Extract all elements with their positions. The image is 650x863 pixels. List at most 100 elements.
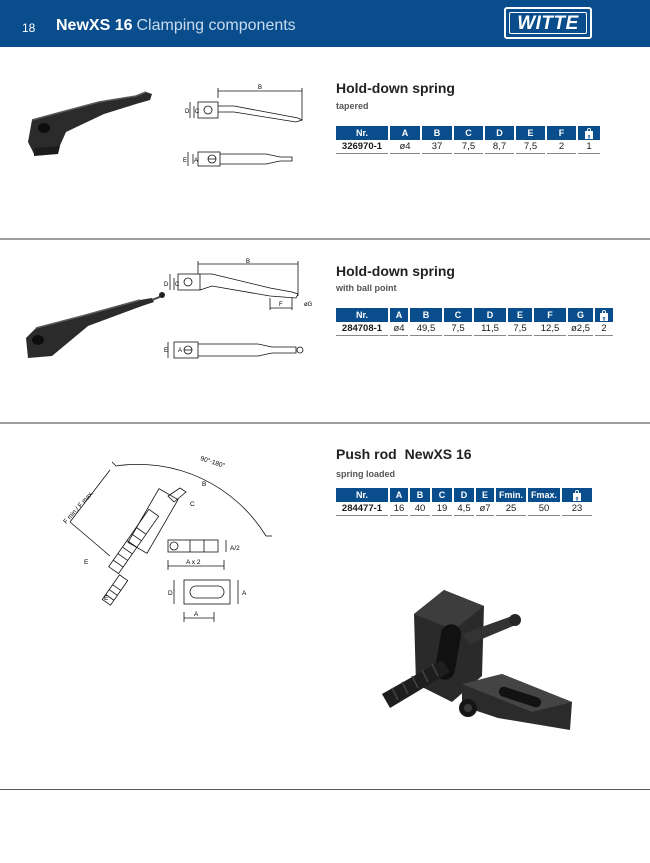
drawing-label: F min./ F max. [62,490,95,526]
drawing-label: D [164,282,169,288]
spec-table-1: Nr. A B C D E F g 326970-1 ø4 37 7,5 8,7… [334,126,602,154]
product-title: Hold-down spring [336,263,455,279]
drawing-label: 90°-180° [199,454,226,470]
weight-icon: g [585,127,593,139]
section-divider [0,238,650,240]
product-subtitle: with ball point [336,283,397,293]
product-photo-2 [26,292,165,358]
svg-text:g: g [588,133,591,138]
category-name: Clamping components [136,17,296,34]
table-cell: 23 [562,502,593,516]
drawing-label: D [168,590,173,597]
table-cell: 8,7 [485,140,514,154]
column-header: D [485,126,514,140]
table-cell: 7,5 [454,140,483,154]
column-header: D [474,308,506,322]
logo-text: WITTE [517,13,579,34]
table-cell: 19 [432,502,452,516]
page-number: 18 [22,21,36,35]
table-cell: 40 [410,502,430,516]
table-cell: 2 [595,322,614,336]
drawing-label: E [104,595,109,602]
table-header-row: Nr. A B C D E F G g [336,308,614,322]
table-row: 284708-1 ø4 49,5 7,5 11,5 7,5 12,5 ø2,5 … [336,322,614,336]
drawing-label: A [194,611,199,618]
column-header: C [444,308,472,322]
svg-text:g: g [576,495,579,500]
drawing-label: E [183,158,187,164]
spec-table-2: Nr. A B C D E F G g 284708-1 ø4 49,5 7,5… [334,308,615,336]
column-header: E [476,488,494,502]
drawing-label: A/2 [230,545,240,552]
drawing-label: øG [304,302,313,308]
weight-icon: g [600,309,609,321]
table-cell: 50 [528,502,561,516]
table-cell: ø4 [390,322,408,336]
table-cell: 11,5 [474,322,506,336]
technical-drawing-2: B C D F øG E A [164,259,313,359]
drawing-label: A [178,348,182,354]
table-cell: 49,5 [410,322,442,336]
table-cell: 25 [496,502,526,516]
section-divider [0,422,650,424]
drawing-label: F [279,302,283,308]
product-photo-1 [28,91,152,156]
table-cell: 12,5 [534,322,566,336]
drawing-label: C [195,109,200,115]
column-header: Fmin. [496,488,526,502]
product-title-main: Push rod [336,446,397,462]
table-cell: 1 [578,140,600,154]
series-name: NewXS 16 [56,17,133,34]
column-header: A [390,308,408,322]
table-row: 284477-1 16 40 19 4,5 ø7 25 50 23 [336,502,593,516]
table-cell: 7,5 [516,140,545,154]
table-cell: 7,5 [444,322,472,336]
drawing-label: A [242,590,247,597]
column-header: B [422,126,452,140]
product-subtitle: tapered [336,101,369,111]
technical-drawing-1: B D C A E [183,85,304,167]
drawing-label: D [185,109,190,115]
drawing-label: E [84,559,89,566]
table-cell: ø4 [390,140,420,154]
table-row: 326970-1 ø4 37 7,5 8,7 7,5 2 1 [336,140,600,154]
drawing-label: B [258,85,262,91]
weight-column-header: g [562,488,593,502]
table-header-row: Nr. A B C D E F g [336,126,600,140]
column-header: C [454,126,483,140]
table-cell: 2 [547,140,576,154]
column-header: Fmax. [528,488,561,502]
table-cell: 4,5 [454,502,474,516]
drawing-label: E [164,348,168,354]
column-header: G [568,308,594,322]
product-title-extra: NewXS 16 [404,446,472,462]
weight-column-header: g [578,126,600,140]
table-cell: 326970-1 [336,140,388,154]
column-header: E [508,308,532,322]
column-header: B [410,488,430,502]
column-header: Nr. [336,126,388,140]
table-cell: 284477-1 [336,502,388,516]
table-cell: 284708-1 [336,322,388,336]
drawing-label: B [246,259,250,265]
column-header: E [516,126,545,140]
drawing-label: C [175,282,180,288]
column-header: D [454,488,474,502]
table-header-row: Nr. A B C D E Fmin. Fmax. g [336,488,593,502]
weight-column-header: g [595,308,614,322]
column-header: Nr. [336,308,388,322]
drawing-label: A [194,158,198,164]
drawing-label: A x 2 [186,559,201,566]
witte-logo: WITTE [504,7,592,39]
column-header: Nr. [336,488,388,502]
svg-text:g: g [603,315,606,320]
drawing-label: B [202,481,206,488]
column-header: A [390,488,408,502]
section-divider [0,789,650,790]
table-cell: 7,5 [508,322,532,336]
column-header: A [390,126,420,140]
table-cell: ø2,5 [568,322,594,336]
drawing-label: C [190,501,195,508]
